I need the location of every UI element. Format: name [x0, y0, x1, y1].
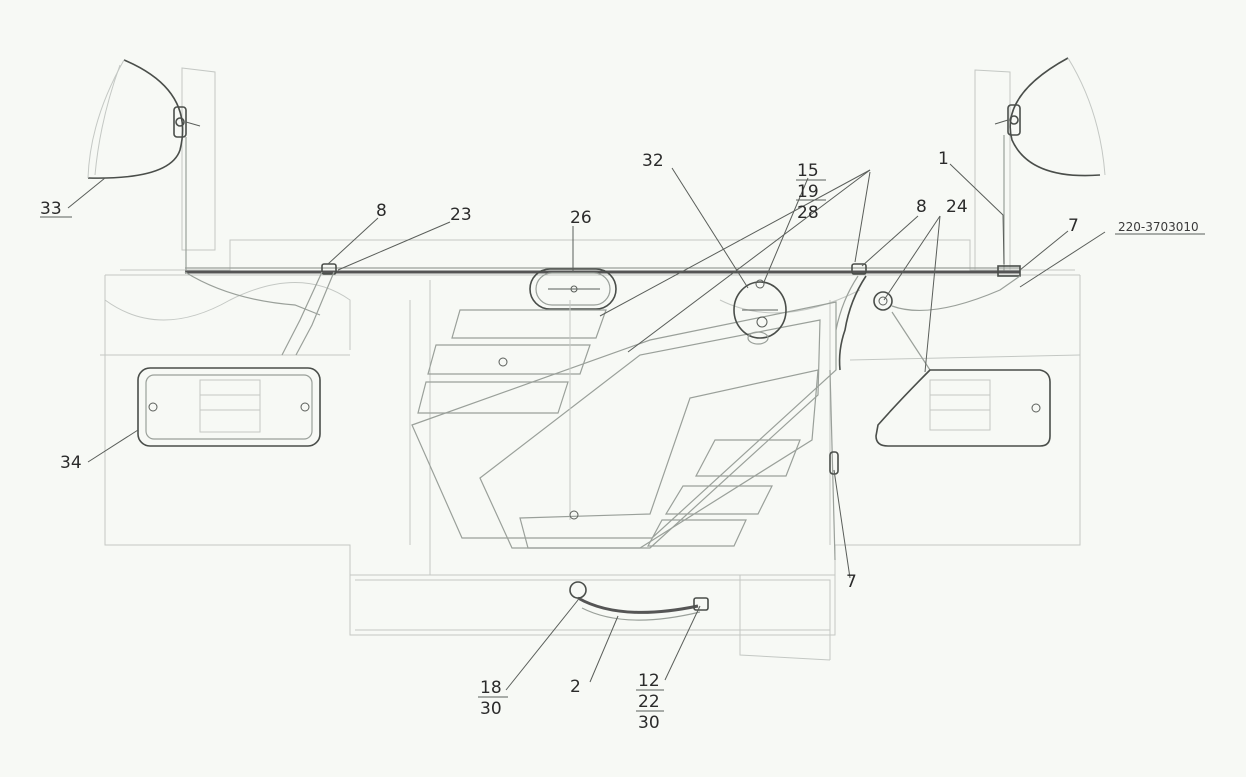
leader-lines — [40, 163, 1205, 712]
callout-labels: 33 8 23 26 32 15 19 28 8 24 1 7 220-3703… — [40, 149, 1199, 733]
right-headlight — [994, 57, 1106, 272]
left-headlight — [87, 59, 201, 270]
right-rear-lamp — [875, 369, 1051, 447]
callout-24: 24 — [946, 197, 968, 217]
callout-34: 34 — [60, 453, 82, 473]
cab-outline — [100, 239, 1081, 661]
callout-19: 19 — [797, 182, 819, 202]
callout-8-right: 8 — [916, 197, 927, 217]
callout-23: 23 — [450, 205, 472, 225]
callout-30-left: 30 — [480, 699, 502, 719]
top-wiring-harness — [184, 263, 1021, 356]
callout-12: 12 — [638, 671, 660, 691]
callout-15: 15 — [797, 161, 819, 181]
callout-33: 33 — [40, 199, 62, 219]
drawing-code: 220-3703010 — [1118, 220, 1199, 234]
door-panel-graphics — [411, 300, 837, 549]
roof-lamp — [529, 268, 617, 310]
callout-28: 28 — [797, 203, 819, 223]
callout-7-bottom: 7 — [846, 572, 857, 592]
right-side-wiring — [829, 275, 1021, 561]
callout-7-top: 7 — [1068, 216, 1079, 236]
callout-8-left: 8 — [376, 201, 387, 221]
instrument-gauge — [733, 279, 787, 345]
callout-26: 26 — [570, 208, 592, 228]
bottom-harness — [569, 581, 709, 621]
left-rear-lamp — [137, 367, 321, 447]
callout-2: 2 — [570, 677, 581, 697]
callout-32: 32 — [642, 151, 664, 171]
callout-22: 22 — [638, 692, 660, 712]
callout-1: 1 — [938, 149, 949, 169]
callout-30-right: 30 — [638, 713, 660, 733]
mirror-posts — [181, 67, 1011, 271]
callout-18: 18 — [480, 678, 502, 698]
